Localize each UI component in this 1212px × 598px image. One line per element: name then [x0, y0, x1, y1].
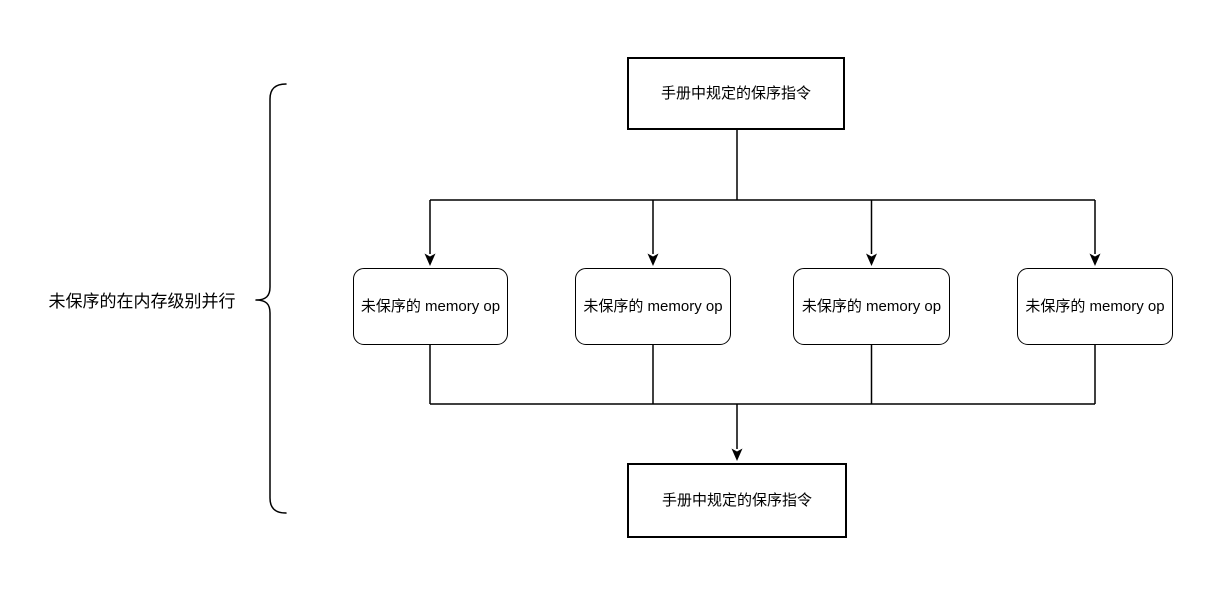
- left-curly-brace: [255, 83, 287, 514]
- node-label: 手册中规定的保序指令: [660, 84, 811, 102]
- node-memory-op-2: 未保序的 memory op: [575, 268, 731, 345]
- arrowhead-op1: [424, 253, 436, 266]
- node-ordering-instruction-bottom: 手册中规定的保序指令: [627, 463, 847, 538]
- node-memory-op-4: 未保序的 memory op: [1017, 268, 1173, 345]
- node-label: 未保序的 memory op: [360, 297, 501, 315]
- node-label: 手册中规定的保序指令: [661, 491, 812, 509]
- arrowhead-op3: [866, 253, 877, 266]
- node-label: 未保序的 memory op: [801, 297, 942, 315]
- node-label: 未保序的 memory op: [1025, 297, 1165, 315]
- node-label: 未保序的 memory op: [583, 297, 723, 315]
- node-ordering-instruction-top: 手册中规定的保序指令: [627, 57, 845, 130]
- arrowhead-bottomnode: [731, 448, 743, 461]
- node-memory-op-3: 未保序的 memory op: [793, 268, 950, 345]
- node-memory-op-1: 未保序的 memory op: [353, 268, 508, 345]
- arrowhead-op2: [647, 253, 659, 266]
- arrowhead-op4: [1089, 253, 1101, 266]
- brace-annotation-label: 未保序的在内存级别并行: [48, 292, 236, 311]
